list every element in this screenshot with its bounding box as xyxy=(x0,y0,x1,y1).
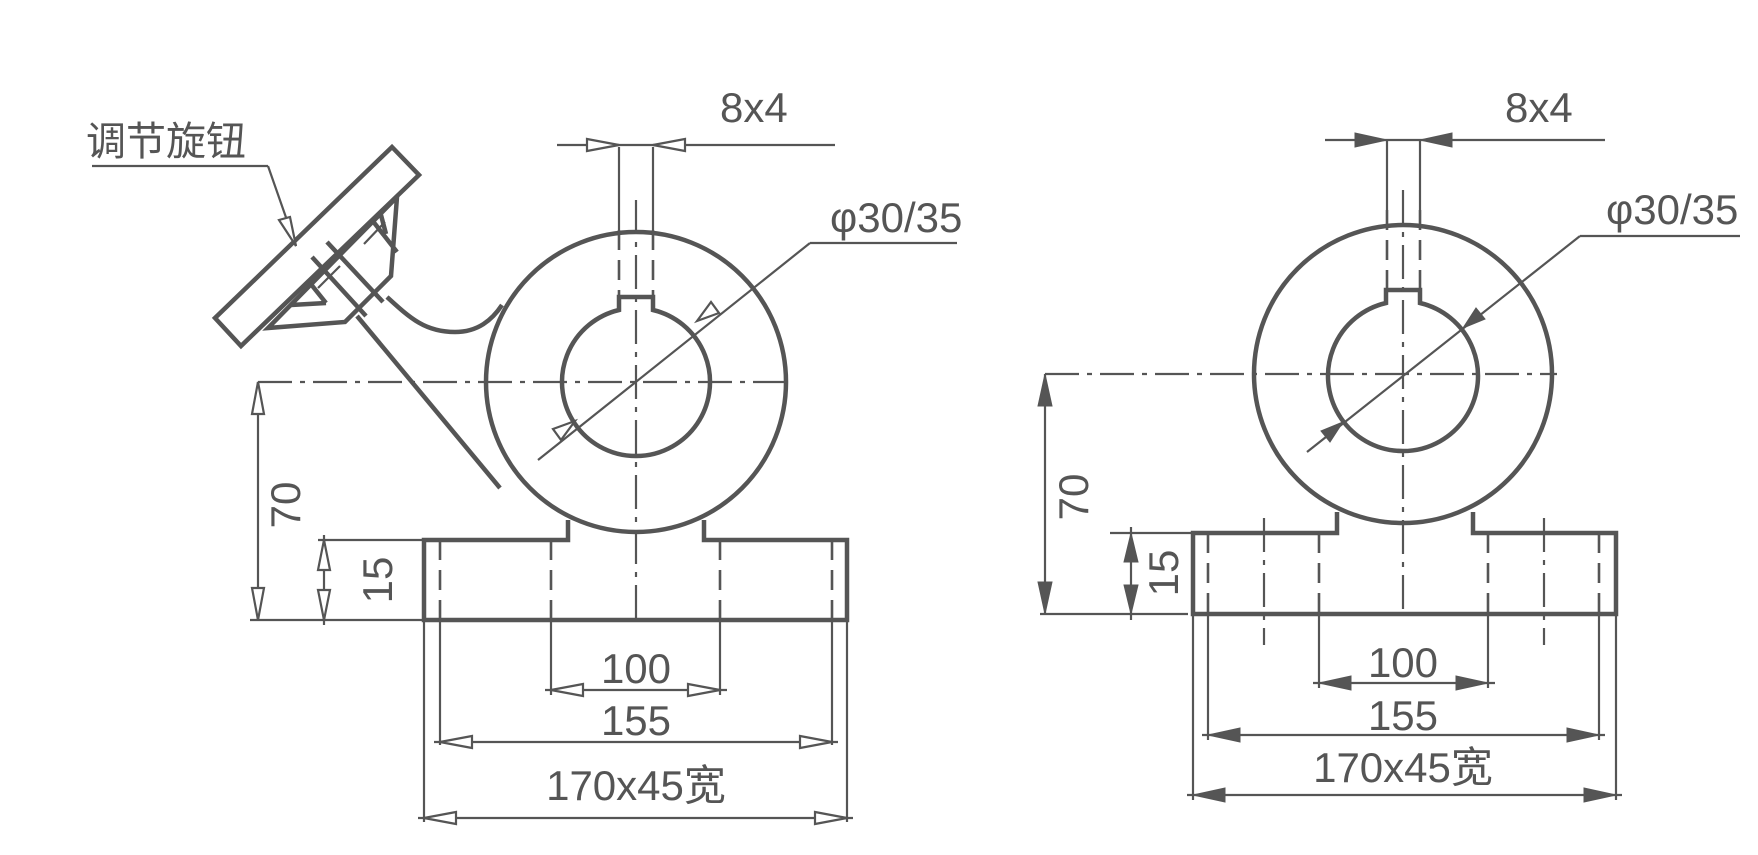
bore-dimension: φ30/35 xyxy=(537,194,962,461)
base-thickness-dim-label: 15 xyxy=(354,557,401,604)
right-view: 8x4 φ30/35 70 15 xyxy=(1037,84,1740,803)
bore-with-keyway xyxy=(1325,287,1481,454)
height-dimension: 70 xyxy=(1037,373,1188,616)
horizontal-dimensions: 100 155 170x45宽 xyxy=(1187,614,1622,803)
base-thickness-dim-label: 15 xyxy=(1140,550,1187,597)
overall-dim-label: 170x45宽 xyxy=(546,762,726,809)
horizontal-dimensions: 100 155 170x45宽 xyxy=(418,620,853,826)
base-thickness-dimension: 15 xyxy=(1110,527,1193,620)
height-dim-label: 70 xyxy=(262,482,309,529)
height-dim-label: 70 xyxy=(1050,474,1097,521)
left-view: 8x4 φ30/35 70 15 xyxy=(86,84,962,826)
outer-hole-spacing-dim-label: 155 xyxy=(1368,692,1438,739)
hole-spacing-dim-label: 100 xyxy=(1368,639,1438,686)
keyway-dimension: 8x4 xyxy=(1325,84,1605,148)
hole-spacing-dim-label: 100 xyxy=(601,645,671,692)
knob-callout xyxy=(92,164,298,247)
overall-dim-label: 170x45宽 xyxy=(1313,744,1493,791)
height-dimension: 70 xyxy=(250,381,424,622)
keyway-dim-label: 8x4 xyxy=(1505,84,1573,131)
outer-hole-spacing-dim-label: 155 xyxy=(601,697,671,744)
adjustment-knob xyxy=(211,143,423,350)
base-plate xyxy=(1190,512,1619,617)
keyway-dim-label: 8x4 xyxy=(720,84,788,131)
bore-with-keyway xyxy=(559,294,713,459)
bore-dim-label: φ30/35 xyxy=(830,194,962,241)
knob-label: 调节旋钮 xyxy=(86,119,246,165)
base-thickness-dimension: 15 xyxy=(316,535,424,625)
keyway-dimension: 8x4 xyxy=(557,84,835,153)
bore-dim-label: φ30/35 xyxy=(1606,186,1738,233)
bore-dimension: φ30/35 xyxy=(1306,186,1740,453)
base-plate xyxy=(421,520,850,623)
